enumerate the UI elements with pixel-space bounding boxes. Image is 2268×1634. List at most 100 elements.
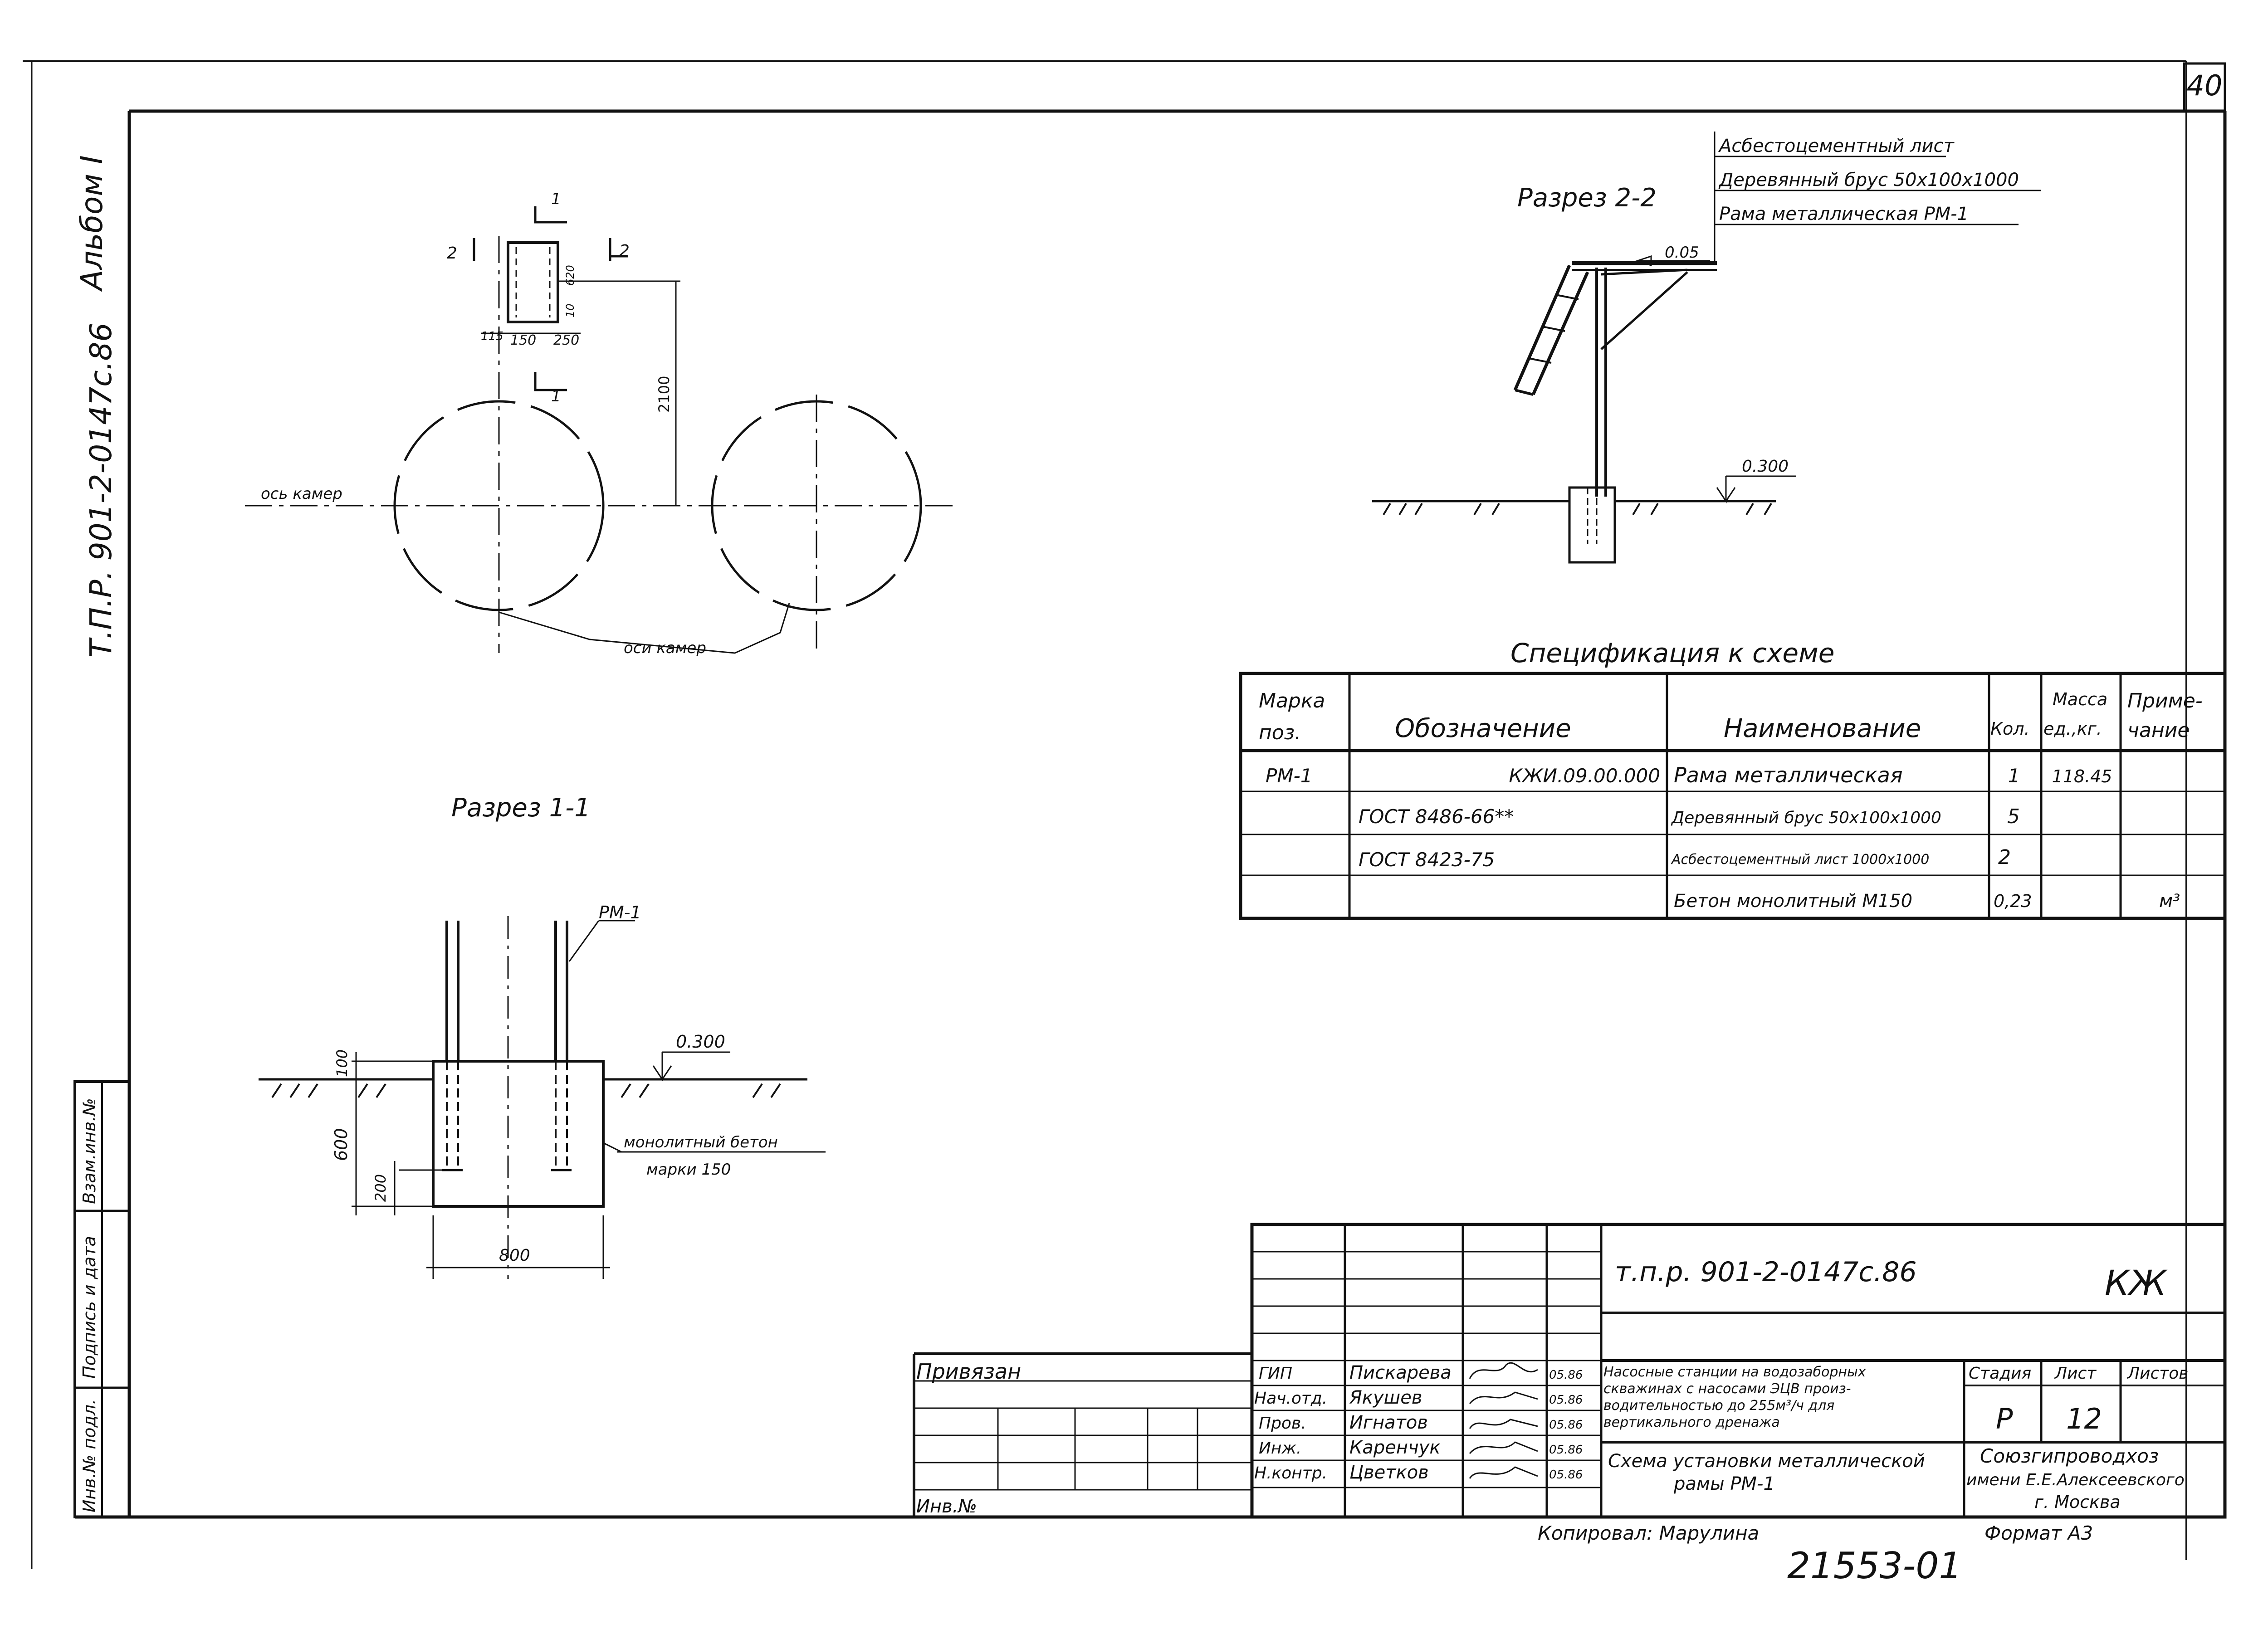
hdr-mass-1: Масса [2053,689,2107,709]
side-project-code: Т.П.Р. 901-2-0147с.86 [83,323,118,658]
hdr-designation: Обозначение [1395,714,1571,743]
callout-beam: Деревянный брус 50х100х1000 [1718,170,2019,190]
dim-top-115: 115 [481,330,503,343]
dim-2100: 2100 [655,376,673,413]
axis-label: ось камер [261,485,342,503]
cut-mark-1-bottom: 1 [551,387,561,405]
level-1-1: 0.300 [676,1032,725,1052]
tb-copied: Копировал: Марулина [1538,1522,1759,1544]
side-cell-sign: Подпись и дата [79,1236,99,1379]
hdr-mass-2: ед.,кг. [2043,719,2102,739]
section-2-2: Разрез 2-2 Асбестоцементный лист Деревян… [1372,132,2041,564]
level-2-2: 0.300 [1742,457,1789,476]
tb-date-3: 05.86 [1549,1418,1583,1432]
row4-qty: 0,23 [1994,891,2032,911]
tb-title-1: Схема установки металлической [1608,1451,1925,1472]
tb-role-3: Пров. [1259,1414,1306,1433]
hdr-mark-1: Марка [1259,689,1325,712]
tb-date-1: 05.86 [1549,1368,1583,1382]
frame-label: РМ-1 [599,902,641,922]
album-label: Альбом I [74,155,109,292]
row4-name: Бетон монолитный М150 [1674,891,1912,912]
tb-mark: КЖ [2105,1263,2168,1303]
tb-desc-2: скважинах с насосами ЭЦВ произ- [1603,1381,1851,1397]
cut-mark-2-left: 2 [447,244,457,263]
tb-org-2: имени Е.Е.Алексеевского [1966,1471,2185,1489]
tb-org-1: Союзгипроводхоз [1980,1445,2159,1467]
side-cell-inv: Инв.№ подл. [79,1399,99,1512]
section-1-1-title: Разрез 1-1 [451,793,591,823]
hdr-mark-2: поз. [1259,721,1301,744]
dim-800: 800 [499,1246,530,1265]
row2-name: Деревянный брус 50х100х1000 [1671,809,1941,827]
row3-name: Асбестоцементный лист 1000х1000 [1671,852,1929,868]
dim-side-620: 620 [564,265,577,286]
hdr-note-1: Приме- [2127,689,2203,712]
row1-name: Рама металлическая [1674,763,1903,787]
tb-name-2: Якушев [1349,1387,1422,1408]
cut-mark-2-right: 2 [619,242,630,260]
concrete-note-2: марки 150 [646,1161,731,1179]
dim-600: 600 [331,1128,351,1161]
tb-stage: Р [1996,1402,2013,1435]
dim-top-250: 250 [553,332,579,348]
tb-sheets-label: Листов [2126,1364,2188,1383]
callout-frame: Рама металлическая РМ-1 [1719,204,1969,224]
spec-title: Спецификация к схеме [1510,638,1834,668]
cut-mark-1-top: 1 [551,190,561,208]
tb-bottom-number: 21553-01 [1787,1545,1962,1587]
tb-format: Формат А3 [1984,1522,2093,1544]
tb-name-4: Каренчук [1349,1437,1441,1458]
plan-view: ось камер 2100 115 150 250 620 10 1 2 2 … [245,190,957,657]
row2-designation: ГОСТ 8486-66** [1359,805,1514,828]
row3-designation: ГОСТ 8423-75 [1359,849,1495,871]
axes-label: оси камер [624,639,706,657]
signature-marks [1469,1362,1538,1479]
tb-date-2: 05.86 [1549,1393,1583,1407]
row1-qty: 1 [2008,765,2020,787]
tb-inv: Инв.№ [916,1496,977,1517]
tb-date-5: 05.86 [1549,1468,1583,1482]
tb-doc-code: т.п.р. 901-2-0147с.86 [1615,1256,1917,1288]
tb-sheet-label: Лист [2054,1364,2097,1383]
section-2-2-title: Разрез 2-2 [1517,183,1657,213]
dim-100: 100 [333,1049,351,1077]
tb-desc-4: вертикального дренажа [1603,1415,1780,1430]
tb-date-4: 05.86 [1549,1443,1583,1457]
row1-mass: 118.45 [2052,766,2112,786]
tb-role-5: Н.контр. [1254,1464,1327,1483]
tb-title-2: рамы РМ-1 [1673,1473,1775,1494]
tb-org-3: г. Москва [2034,1492,2121,1512]
corner-number-text: 40 [2187,69,2223,102]
sheet-outer-edge [23,60,2187,1569]
row1-designation: КЖИ.09.00.000 [1509,765,1660,787]
tb-role-2: Нач.отд. [1254,1389,1327,1408]
dim-top-150: 150 [510,332,536,348]
tb-role-1: ГИП [1259,1364,1292,1383]
spec-table: Спецификация к схеме Марка поз. Обозначе… [1239,638,2227,920]
tb-bound: Привязан [916,1359,1021,1384]
dim-side-10: 10 [564,303,577,317]
hdr-name: Наименование [1724,714,1921,743]
concrete-note-1: монолитный бетон [624,1133,778,1151]
tb-sheet: 12 [2066,1402,2102,1435]
tb-name-5: Цветков [1349,1462,1429,1483]
side-cell-replace: Взам.инв.№ [79,1098,99,1204]
corner-sheet-number: 40 [2183,62,2226,112]
tb-role-4: Инж. [1259,1439,1301,1458]
row1-mark: РМ-1 [1266,765,1312,787]
hdr-qty: Кол. [1990,719,2030,739]
hdr-note-2: чание [2127,719,2190,742]
title-block: т.п.р. 901-2-0147с.86 КЖ Привязан Инв.№ … [913,1223,2227,1587]
tb-desc-3: водительностью до 255м³/ч для [1603,1398,1834,1414]
side-stamp: Альбом I Т.П.Р. 901-2-0147с.86 Взам.инв.… [73,155,131,1518]
dim-200: 200 [372,1174,389,1202]
tb-name-3: Игнатов [1349,1412,1428,1433]
slope-label: 0.05 [1665,244,1699,262]
tb-stage-label: Стадия [1969,1364,2031,1383]
row2-qty: 5 [2007,805,2020,828]
section-1-1: Разрез 1-1 РМ-1 0.300 100 600 200 800 [259,793,826,1279]
tb-desc-1: Насосные станции на водозаборных [1603,1364,1866,1380]
callout-asbestos: Асбестоцементный лист [1718,136,1955,156]
